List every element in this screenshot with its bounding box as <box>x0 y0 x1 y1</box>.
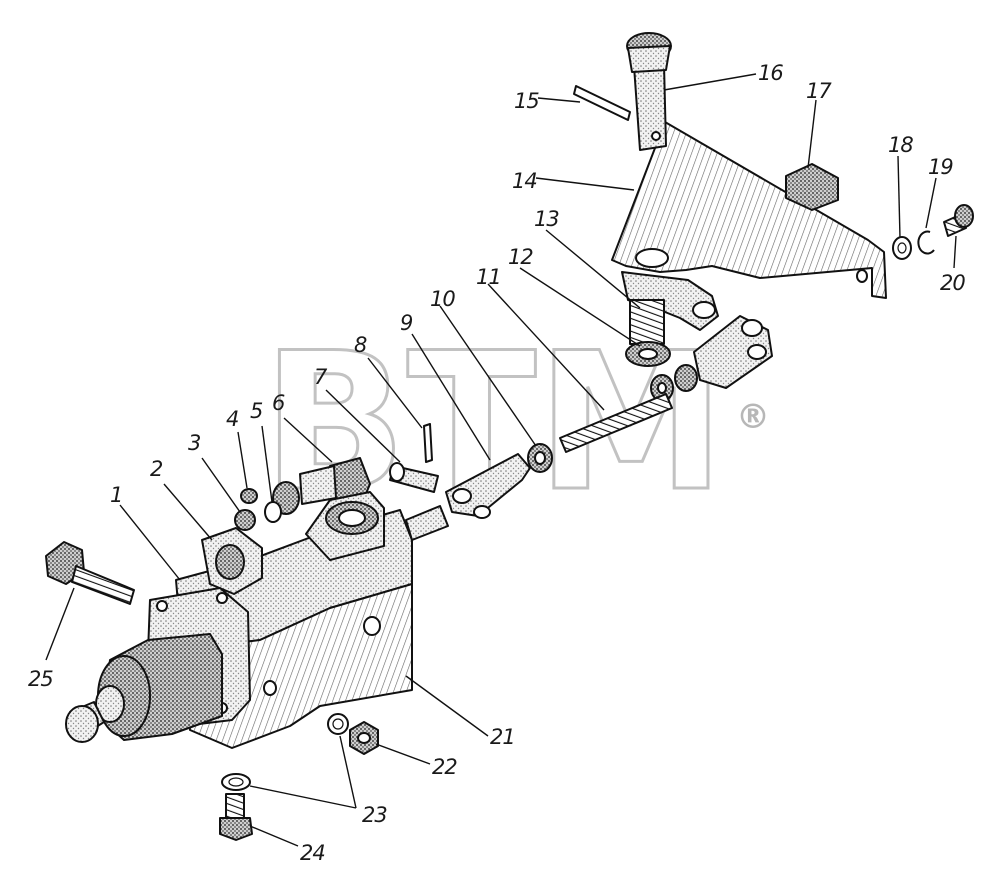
leader-19 <box>925 177 937 229</box>
leader-23a <box>339 735 357 809</box>
callout-22: 22 <box>432 755 457 779</box>
callout-19: 19 <box>928 155 953 179</box>
part-clevis-upper <box>650 315 773 402</box>
callout-7: 7 <box>314 365 328 389</box>
part-pin <box>626 32 672 151</box>
part-bolt-24 <box>219 793 253 841</box>
leader-14 <box>535 177 635 191</box>
callout-3: 3 <box>188 431 200 455</box>
leader-11 <box>487 283 605 411</box>
part-bolt-20 <box>943 204 974 237</box>
callout-20: 20 <box>940 271 965 295</box>
leader-4 <box>237 431 248 489</box>
leader-7 <box>325 389 401 463</box>
leader-15 <box>537 97 581 103</box>
part-plug-3 <box>234 509 256 531</box>
part-spring <box>629 299 665 345</box>
leader-5 <box>261 425 273 503</box>
watermark-registered-mark: ® <box>736 397 770 437</box>
part-threaded-rod <box>527 393 673 473</box>
leader-17 <box>807 99 817 169</box>
callout-2: 2 <box>150 457 163 481</box>
part-cotter-pin <box>573 85 631 121</box>
leader-9 <box>411 333 491 461</box>
part-washer-18 <box>892 236 912 260</box>
callout-15: 15 <box>514 89 539 113</box>
callout-6: 6 <box>272 391 285 415</box>
callout-14: 14 <box>512 169 537 193</box>
leader-8 <box>367 357 423 429</box>
callout-8: 8 <box>354 333 367 357</box>
leader-23b <box>249 785 357 809</box>
leader-12 <box>519 267 641 347</box>
leader-16 <box>663 73 757 91</box>
leader-2 <box>163 483 213 541</box>
callout-11: 11 <box>476 265 501 289</box>
leader-10 <box>439 305 537 447</box>
leader-13 <box>545 229 641 309</box>
callout-5: 5 <box>250 399 263 423</box>
leader-21 <box>405 675 489 737</box>
callout-21: 21 <box>490 725 515 749</box>
part-washer-23b <box>221 773 251 791</box>
leader-3 <box>201 457 241 513</box>
callout-4: 4 <box>226 407 238 431</box>
callout-16: 16 <box>758 61 783 85</box>
leader-18 <box>897 155 901 239</box>
leader-lines <box>45 73 957 847</box>
callout-10: 10 <box>430 287 455 311</box>
part-bolt-25 <box>45 541 135 605</box>
part-washer-23a <box>327 713 349 735</box>
callout-25: 25 <box>28 667 53 691</box>
leader-24 <box>249 825 299 847</box>
part-lock-washer-19 <box>917 230 935 255</box>
leader-1 <box>119 504 181 581</box>
leader-6 <box>283 417 333 463</box>
callout-24: 24 <box>300 841 325 865</box>
callout-17: 17 <box>806 79 832 103</box>
callout-numbers: 1 2 3 4 5 6 7 8 9 10 11 12 13 14 15 16 1… <box>28 61 966 865</box>
callout-12: 12 <box>508 245 533 269</box>
leader-22 <box>375 743 431 765</box>
callout-13: 13 <box>534 207 559 231</box>
part-ring-4 <box>240 488 258 504</box>
callout-23: 23 <box>362 803 387 827</box>
part-small-pin <box>389 462 439 493</box>
part-clevis-lower <box>445 453 531 519</box>
leader-20 <box>953 235 957 269</box>
part-bracket-plate <box>611 121 887 331</box>
part-cotter-small <box>423 423 433 463</box>
leader-25 <box>45 587 75 661</box>
part-flange-cylinder <box>65 587 251 743</box>
callout-9: 9 <box>400 311 413 335</box>
callout-18: 18 <box>888 133 913 157</box>
part-washer-12 <box>625 341 671 367</box>
callout-1: 1 <box>110 483 122 507</box>
part-nut-22 <box>349 721 379 755</box>
